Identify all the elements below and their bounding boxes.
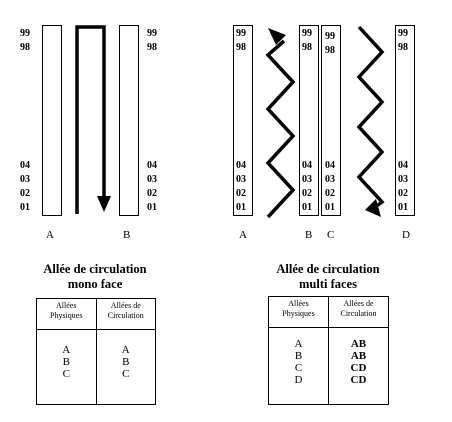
header-physical: Allées Physiques <box>36 298 97 330</box>
multi-number-b: 03 <box>302 174 312 185</box>
table-cell: C <box>294 362 303 374</box>
header-circulation: Allées de Circulation <box>95 298 156 330</box>
table-cell: B <box>62 356 70 368</box>
mono-right-number: 99 <box>147 28 157 39</box>
multi-number-d: 03 <box>398 174 408 185</box>
aisle-label-c: C <box>327 229 335 241</box>
header-circulation: Allées de Circulation <box>328 296 389 328</box>
mono-left-number: 01 <box>20 202 30 213</box>
mono-left-number: 03 <box>20 174 30 185</box>
table-cell: CD <box>350 374 367 386</box>
rack-d <box>395 25 415 216</box>
physical-aisles-cell: A B C D <box>268 327 329 405</box>
multi-title-line1: Allée de circulation <box>276 262 380 276</box>
table-cell: C <box>122 368 130 380</box>
multi-number-d: 04 <box>398 160 408 171</box>
multi-number-c: 02 <box>325 188 335 199</box>
aisle-label-b: B <box>305 229 313 241</box>
multi-table: Allées Physiques Allées de Circulation A… <box>268 296 389 405</box>
multi-number-c: 04 <box>325 160 335 171</box>
circulation-aisles-cell: A B C <box>95 329 156 405</box>
table-cell: A <box>294 338 303 350</box>
mono-left-number: 02 <box>20 188 30 199</box>
rack-b <box>119 25 139 216</box>
circulation-aisles-cell: AB AB CD CD <box>328 327 389 405</box>
multi-number-d: 02 <box>398 188 408 199</box>
multi-number-b: 99 <box>302 28 312 39</box>
multi-number-c: 99 <box>325 31 335 42</box>
zigzag-down-arrow <box>356 25 385 210</box>
aisle-label-d: D <box>402 229 410 241</box>
aisle-label-a: A <box>46 229 54 241</box>
mono-arrow-head <box>97 196 111 212</box>
aisle-label-b: B <box>123 229 131 241</box>
rack-a <box>233 25 253 216</box>
zigzag-up-arrow <box>265 39 296 219</box>
mono-route-arrow <box>75 25 106 214</box>
mono-right-number: 01 <box>147 202 157 213</box>
mono-right-number: 03 <box>147 174 157 185</box>
table-cell: A <box>121 344 130 356</box>
mono-left-number: 04 <box>20 160 30 171</box>
mono-right-number: 02 <box>147 188 157 199</box>
table-cell: CD <box>350 362 367 374</box>
mono-title: Allée de circulation mono face <box>15 262 175 292</box>
multi-number-d: 98 <box>398 42 408 53</box>
multi-number-a: 04 <box>236 160 246 171</box>
mono-left-number: 98 <box>20 42 30 53</box>
rack-a <box>42 25 62 216</box>
multi-number-b: 04 <box>302 160 312 171</box>
table-cell: AB <box>350 338 367 350</box>
multi-number-b: 01 <box>302 202 312 213</box>
rack-c <box>321 25 341 216</box>
table-cell: C <box>62 368 70 380</box>
aisle-label-a: A <box>239 229 247 241</box>
table-cell: AB <box>350 350 367 362</box>
rack-b <box>299 25 319 216</box>
multi-number-a: 02 <box>236 188 246 199</box>
mono-right-number: 98 <box>147 42 157 53</box>
multi-number-a: 03 <box>236 174 246 185</box>
zigzag-up-arrow-head <box>268 28 286 45</box>
multi-number-c: 98 <box>325 45 335 56</box>
mono-title-line2: mono face <box>67 277 123 291</box>
multi-number-b: 98 <box>302 42 312 53</box>
multi-number-d: 99 <box>398 28 408 39</box>
multi-title-line2: multi faces <box>299 277 357 291</box>
table-cell: B <box>294 350 303 362</box>
multi-number-b: 02 <box>302 188 312 199</box>
multi-number-a: 98 <box>236 42 246 53</box>
mono-right-number: 04 <box>147 160 157 171</box>
multi-number-a: 01 <box>236 202 246 213</box>
physical-aisles-cell: A B C <box>36 329 97 405</box>
mono-title-line1: Allée de circulation <box>43 262 147 276</box>
multi-number-d: 01 <box>398 202 408 213</box>
mono-table: Allées Physiques Allées de Circulation A… <box>36 298 156 405</box>
multi-number-c: 01 <box>325 202 335 213</box>
zigzag-down-arrow-head <box>365 199 381 217</box>
multi-number-c: 03 <box>325 174 335 185</box>
table-cell: B <box>122 356 130 368</box>
table-cell: A <box>62 344 71 356</box>
multi-number-a: 99 <box>236 28 246 39</box>
header-physical: Allées Physiques <box>268 296 329 328</box>
mono-left-number: 99 <box>20 28 30 39</box>
multi-title: Allée de circulation multi faces <box>248 262 408 292</box>
table-cell: D <box>294 374 303 386</box>
